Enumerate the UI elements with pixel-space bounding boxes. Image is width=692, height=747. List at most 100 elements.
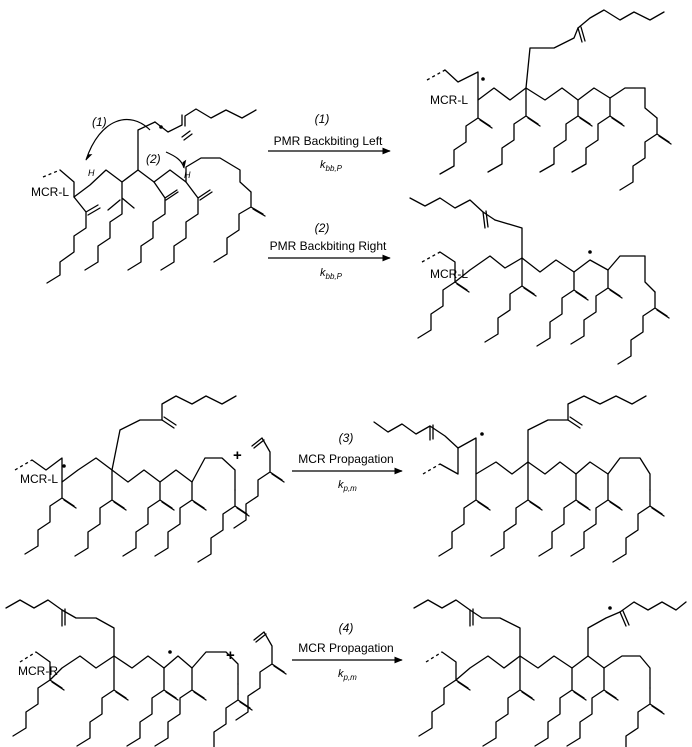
backbone — [439, 419, 569, 475]
backbone-right — [137, 157, 252, 193]
ester-2 — [490, 461, 543, 557]
curly-arrow-2 — [165, 151, 187, 169]
backbone-far-right — [587, 655, 651, 689]
step-number-3: (3) — [339, 431, 354, 445]
carbonyl-dbl-top — [577, 26, 586, 43]
reaction-arrow-2: (2) PMR Backbiting Right kbb,P — [268, 221, 391, 281]
chain-continuation — [421, 251, 441, 263]
rate-constant-4: kp,m — [338, 668, 357, 682]
pendant-ester-top — [567, 395, 647, 421]
carbonyl-dbl-left — [429, 424, 434, 441]
ester-1 — [439, 99, 493, 175]
chain-continuation — [14, 459, 33, 471]
ester-2 — [76, 655, 129, 747]
butyl-acrylate-monomer — [235, 631, 287, 721]
butyl-acrylate-monomer — [233, 437, 285, 529]
plus-sign: + — [233, 447, 242, 464]
ester-5 — [617, 291, 670, 365]
ester-4 — [570, 473, 623, 557]
pendant-ester-top — [409, 197, 496, 221]
radical-dot — [62, 464, 66, 468]
carbonyl-dbl-top — [181, 130, 193, 141]
curly-arrow-1 — [85, 118, 151, 161]
ester-4 — [570, 269, 623, 345]
backbone — [439, 219, 523, 283]
carbonyl-dbl-top — [61, 608, 66, 627]
ester-1 — [417, 281, 470, 339]
step-number-4: (4) — [339, 621, 354, 635]
ester-2 — [482, 655, 535, 747]
ester-3 — [122, 481, 175, 557]
mcr-l-label: MCR-L — [430, 93, 468, 107]
backbone — [444, 27, 579, 101]
monomer — [235, 631, 287, 721]
ester-4 — [154, 481, 207, 557]
mcr-l-label: MCR-L — [31, 185, 69, 199]
reaction-arrow-4: (4) MCR Propagation kp,m — [292, 621, 403, 682]
radical-dot — [168, 650, 172, 654]
backbone — [35, 609, 115, 681]
hydrogen-left: H — [88, 168, 95, 178]
step-number-2: (2) — [315, 221, 330, 235]
pendant-ester-top — [154, 108, 257, 133]
ester-5 — [213, 191, 266, 263]
ester-5 — [612, 489, 665, 563]
ester-5 — [197, 489, 250, 563]
pendant-ester-top — [577, 9, 665, 29]
pmr-reactant: H H MCR-L (1) (2) — [31, 108, 266, 284]
backbone-right — [113, 651, 239, 685]
ester-5 — [619, 117, 672, 191]
radical-dot — [159, 125, 163, 129]
monomer — [233, 437, 285, 529]
mcr-l-reactant: MCR-L — [14, 395, 250, 563]
radical-dot — [588, 250, 592, 254]
backbone-right — [111, 457, 236, 491]
backbone-right — [519, 611, 621, 669]
ester-3 — [539, 99, 593, 173]
pendant-ester-right — [619, 601, 687, 613]
ester-1 — [46, 196, 101, 284]
chain-continuation — [425, 651, 443, 663]
reaction-label-2: PMR Backbiting Right — [270, 239, 387, 253]
mcr-l-label: MCR-L — [430, 267, 468, 281]
reaction-label-3: MCR Propagation — [298, 452, 393, 466]
ester-1 — [12, 679, 65, 737]
backbone-right — [527, 457, 651, 491]
reaction-label-1: PMR Backbiting Left — [274, 134, 383, 148]
backbone — [441, 609, 521, 681]
radical-dot — [608, 606, 612, 610]
pendant-ester-top — [161, 395, 237, 421]
carbonyl-dbl-right — [619, 610, 630, 627]
step-number-1: (1) — [315, 112, 330, 126]
backbone — [31, 419, 163, 483]
product-2: MCR-L — [409, 197, 670, 365]
ester-3 — [538, 473, 591, 557]
ester-5 — [625, 687, 665, 747]
radical-dot — [481, 77, 485, 81]
rate-constant-2: kbb,P — [320, 267, 343, 281]
ester-2 — [84, 181, 135, 271]
carbonyl-dbl-top — [567, 416, 583, 429]
chain-continuation — [426, 69, 446, 81]
ester-3 — [127, 181, 179, 271]
reaction-arrow-3: (3) MCR Propagation kp,m — [292, 431, 403, 493]
backbone-right — [521, 255, 656, 293]
curly-label-2: (2) — [146, 152, 161, 166]
curly-label-1: (1) — [92, 115, 107, 129]
product-3 — [373, 395, 665, 563]
product-4 — [413, 599, 687, 747]
ester-2 — [484, 257, 537, 343]
ester-4 — [160, 181, 213, 271]
ester-1 — [418, 679, 471, 737]
pendant-ester-left — [373, 421, 459, 449]
radical-dot — [480, 432, 484, 436]
ester-3 — [126, 667, 179, 747]
ester-4 — [154, 667, 207, 747]
ester-5 — [213, 683, 253, 747]
plus-sign: + — [226, 647, 235, 664]
carbonyl-dbl-top — [161, 416, 177, 429]
mcr-r-label: MCR-R — [18, 664, 58, 678]
ester-1 — [438, 473, 491, 557]
ester-1 — [24, 481, 77, 555]
